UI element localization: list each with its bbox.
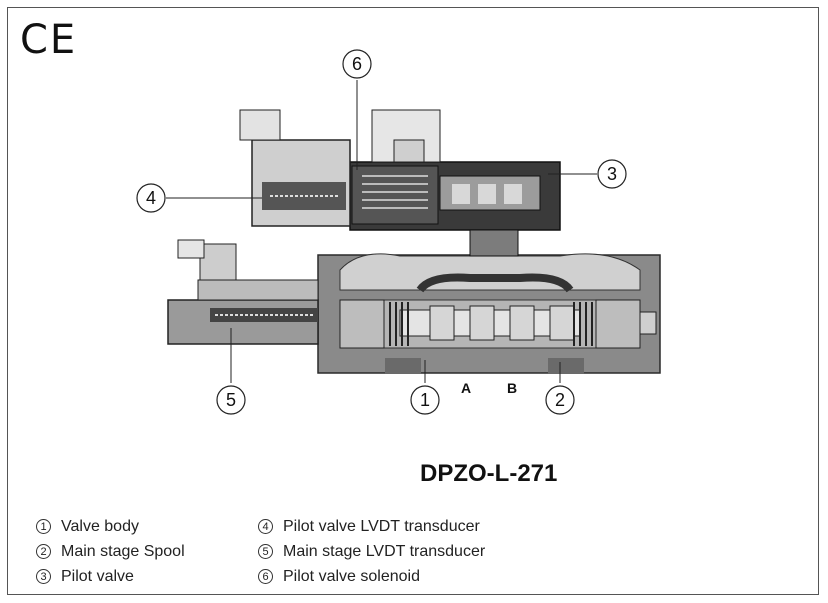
svg-text:5: 5 (226, 390, 236, 410)
callout-6: 6 (342, 49, 372, 79)
legend-text: Main stage LVDT transducer (283, 542, 486, 560)
legend-text: Main stage Spool (61, 542, 185, 560)
svg-text:4: 4 (146, 188, 156, 208)
ce-mark: CE (20, 17, 78, 63)
legend-number: 2 (36, 544, 51, 559)
legend-left: 1 Valve body 2 Main stage Spool 3 Pilot … (36, 514, 185, 589)
port-a-label: A (461, 380, 471, 396)
legend-item: 4 Pilot valve LVDT transducer (258, 514, 485, 539)
port-b-label: B (507, 380, 517, 396)
legend-number: 3 (36, 569, 51, 584)
figure-frame (7, 7, 819, 595)
legend-item: 5 Main stage LVDT transducer (258, 539, 485, 564)
legend-item: 6 Pilot valve solenoid (258, 564, 485, 589)
legend-item: 3 Pilot valve (36, 564, 185, 589)
legend-number: 1 (36, 519, 51, 534)
svg-text:3: 3 (607, 164, 617, 184)
callout-1: 1 (410, 385, 440, 415)
legend-number: 5 (258, 544, 273, 559)
leader-lines (166, 80, 597, 383)
callout-2: 2 (545, 385, 575, 415)
legend-right: 4 Pilot valve LVDT transducer 5 Main sta… (258, 514, 485, 589)
legend-text: Pilot valve (61, 567, 134, 585)
pilot-valve-lvdt (239, 109, 351, 227)
main-stage-lvdt (167, 239, 319, 345)
legend-item: 1 Valve body (36, 514, 185, 539)
legend-number: 4 (258, 519, 273, 534)
callout-4: 4 (136, 183, 166, 213)
callout-3: 3 (597, 159, 627, 189)
legend-text: Pilot valve LVDT transducer (283, 517, 480, 535)
svg-text:1: 1 (420, 390, 430, 410)
legend-item: 2 Main stage Spool (36, 539, 185, 564)
main-stage-spool (399, 305, 581, 341)
legend-text: Valve body (61, 517, 139, 535)
legend-text: Pilot valve solenoid (283, 567, 420, 585)
model-number: DPZO-L-271 (420, 460, 558, 487)
pilot-valve-solenoid (351, 109, 441, 225)
svg-text:2: 2 (555, 390, 565, 410)
svg-text:6: 6 (352, 54, 362, 74)
legend-number: 6 (258, 569, 273, 584)
spool-springs (339, 299, 657, 349)
callout-5: 5 (216, 385, 246, 415)
